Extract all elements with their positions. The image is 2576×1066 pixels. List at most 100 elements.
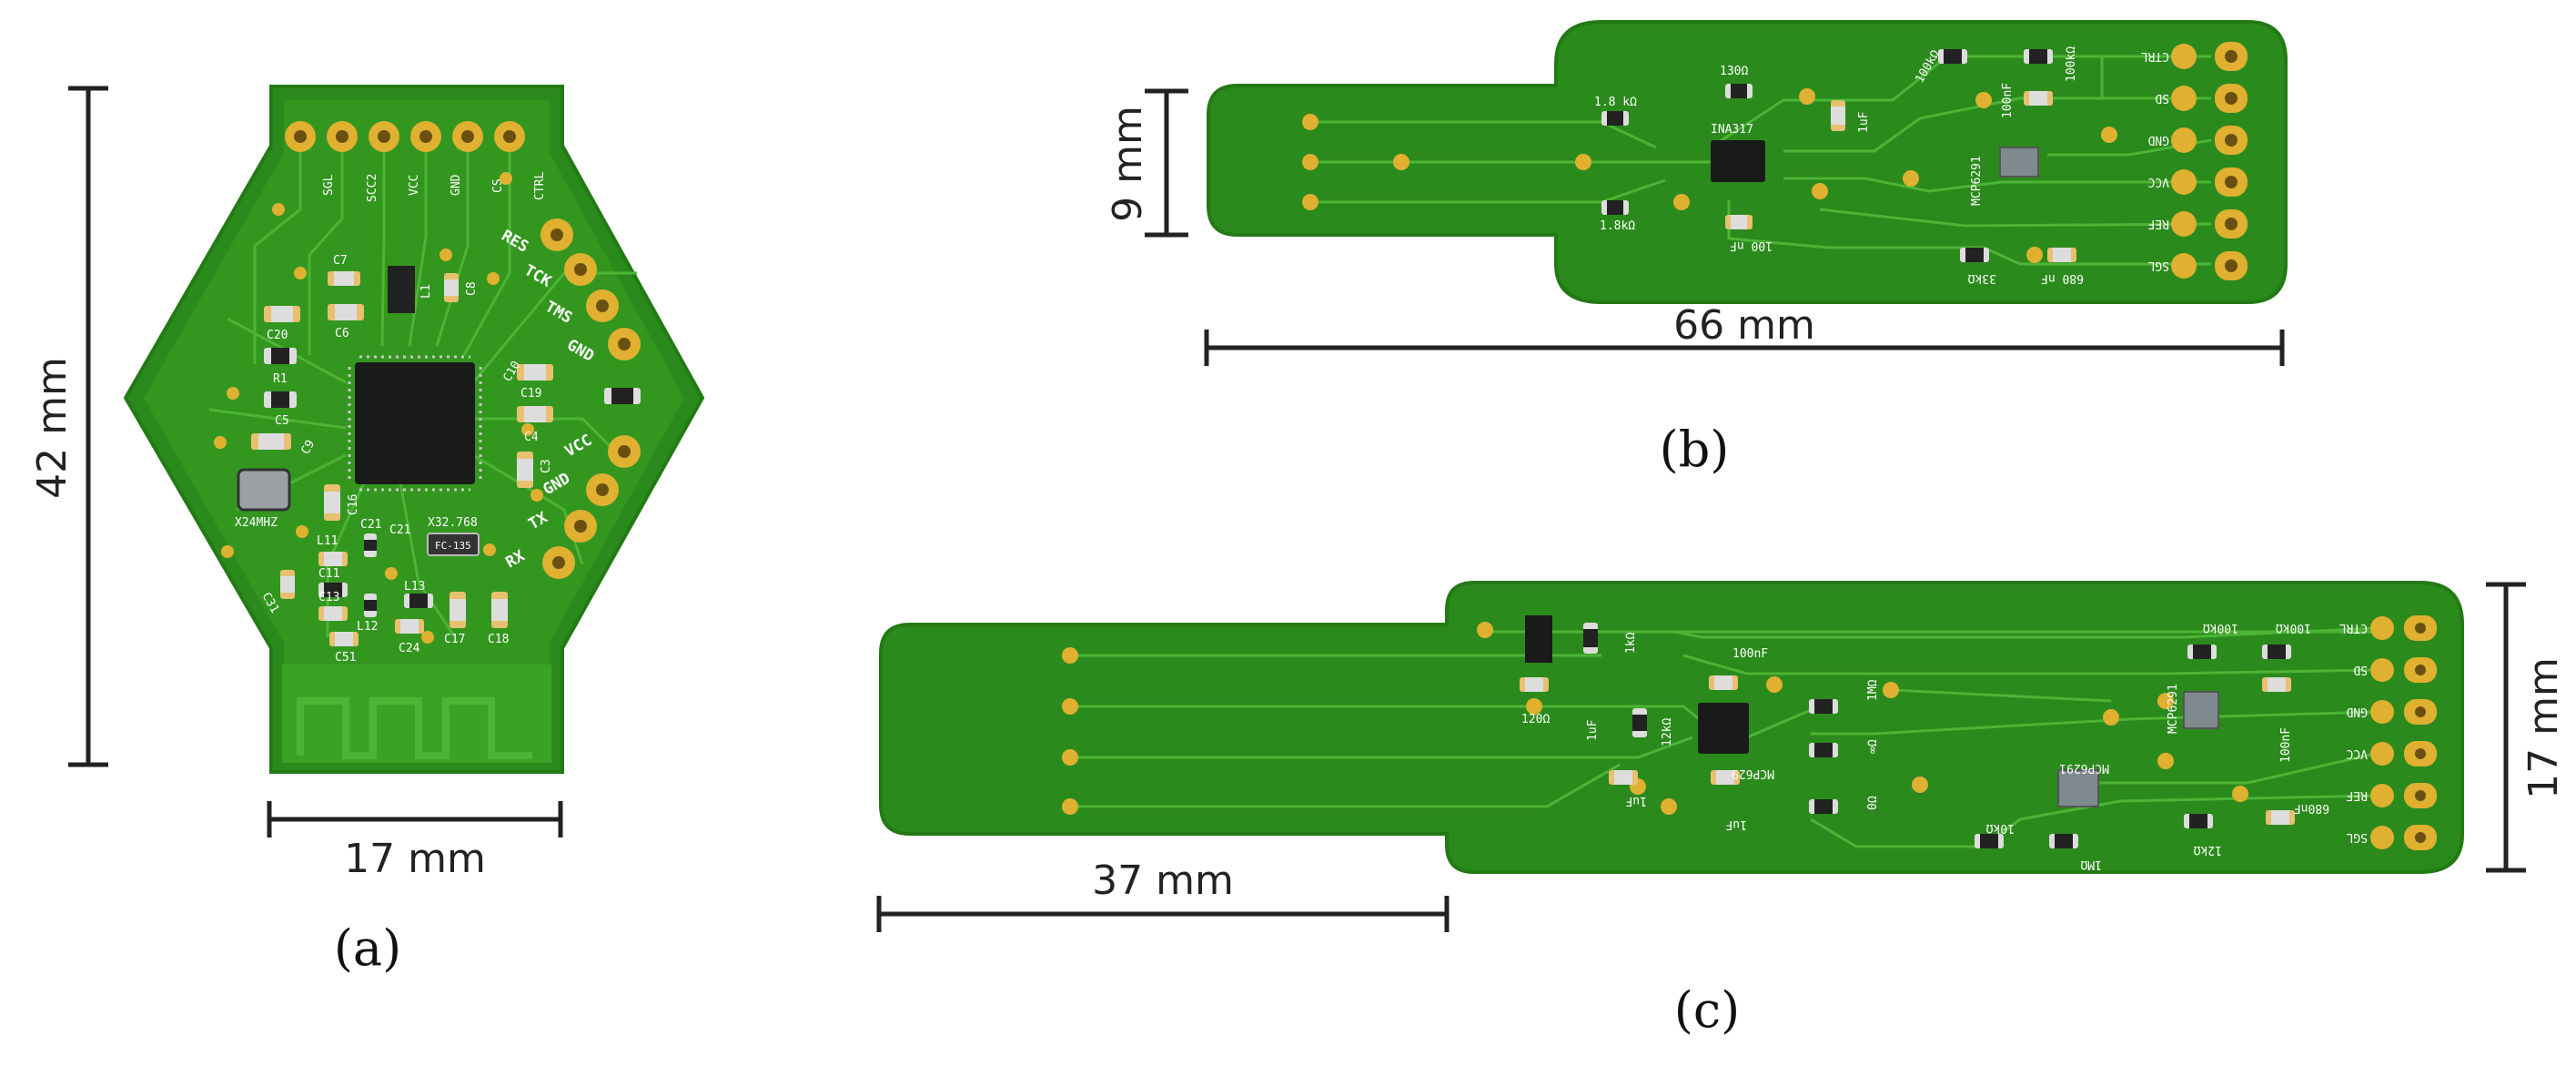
component-label: L1 bbox=[419, 284, 433, 299]
component-label: 1.8 kΩ bbox=[1594, 96, 1637, 109]
component-label: 10kΩ bbox=[1986, 821, 2015, 835]
component-label: 0Ω bbox=[1866, 796, 1880, 810]
mcu-chip bbox=[355, 362, 475, 484]
height-label-a: 42 mm bbox=[29, 357, 76, 499]
components-b bbox=[1601, 49, 2076, 262]
component-label: R1 bbox=[273, 372, 288, 386]
pin-label: VCC bbox=[2347, 746, 2368, 760]
component-label: 1uF bbox=[1725, 817, 1747, 831]
component-label: L12 bbox=[357, 620, 378, 634]
component-label: 680 nF bbox=[2041, 271, 2084, 285]
component-label: C17 bbox=[444, 633, 465, 646]
pin-label: SGL bbox=[2147, 259, 2169, 272]
component-label: L13 bbox=[404, 580, 425, 594]
pcb-board-c: CTRL SD GND VCC REF SGL bbox=[879, 581, 2464, 874]
component-label: C5 bbox=[275, 414, 289, 428]
component-label: 100nF bbox=[1732, 647, 1768, 661]
component-label: 100kΩ bbox=[2276, 621, 2311, 635]
component-label: C16 bbox=[347, 494, 360, 515]
component-label: X32.768 bbox=[428, 516, 478, 530]
width-label-c: 37 mm bbox=[1092, 858, 1234, 904]
component-label: C21 bbox=[360, 518, 381, 532]
header-label: SCC2 bbox=[366, 174, 379, 202]
component-label: MCP6291 bbox=[1970, 156, 1984, 206]
component-label: FC-135 bbox=[435, 540, 471, 552]
pin-label: GND bbox=[2346, 705, 2368, 718]
component-label: C19 bbox=[520, 387, 541, 401]
pin-label: SGL bbox=[2346, 830, 2368, 844]
pin-label: SD bbox=[2353, 663, 2368, 676]
caption-b: (b) bbox=[1660, 421, 1730, 478]
side-pads-a bbox=[540, 218, 641, 579]
component-label: C20 bbox=[267, 329, 288, 342]
components-c bbox=[1520, 623, 2295, 848]
component-label: X24MHZ bbox=[235, 516, 278, 530]
component-label: C4 bbox=[524, 431, 539, 444]
component-label: 100nF bbox=[2001, 83, 2015, 118]
pcb-board-b: CTRL SD GND VCC REF SGL bbox=[1207, 20, 2288, 304]
component-label: 120Ω bbox=[1521, 713, 1550, 726]
component-label: C6 bbox=[335, 327, 349, 340]
pin-label: VCC bbox=[2148, 175, 2169, 188]
sot-chip-c1 bbox=[1525, 615, 1552, 663]
component-label: INA317 bbox=[1711, 123, 1753, 137]
panel-c: CTRL SD GND VCC REF SGL bbox=[876, 581, 2567, 1039]
pin-pads-b bbox=[2171, 42, 2248, 280]
header-pads-a bbox=[285, 121, 525, 152]
header-label: SGL bbox=[322, 174, 336, 196]
component-label: 1MΩ bbox=[2080, 858, 2102, 871]
component-label: MCP6291 bbox=[2059, 761, 2109, 775]
component-label: C13 bbox=[318, 591, 339, 604]
component-label: MCP6291 bbox=[2167, 684, 2180, 734]
panel-b: 9 mm bbox=[1105, 20, 2288, 478]
component-label: 1MΩ bbox=[1866, 679, 1880, 701]
caption-c: (c) bbox=[1674, 981, 1740, 1039]
component-label: 1.8kΩ bbox=[1600, 219, 1635, 233]
component-label: C8 bbox=[465, 281, 479, 296]
pin-label: REF bbox=[2346, 788, 2368, 802]
component-label: 130Ω bbox=[1720, 65, 1748, 78]
dimension-height-a bbox=[68, 86, 108, 767]
panel-a: 42 mm SGL SCC2 VCC GND CS CTRL bbox=[29, 85, 705, 977]
component-label: L11 bbox=[317, 534, 338, 548]
ina317-chip bbox=[1711, 140, 1765, 182]
component-label: 12kΩ bbox=[1661, 718, 1674, 746]
caption-a: (a) bbox=[334, 919, 401, 977]
component-label: ∞Ω bbox=[1866, 739, 1880, 754]
pin-pads-c bbox=[2370, 615, 2437, 850]
header-label: VCC bbox=[408, 175, 421, 196]
mcp6291-chip-a bbox=[2057, 769, 2099, 807]
width-label-b: 66 mm bbox=[1673, 302, 1815, 349]
component-label: 100nF bbox=[2279, 727, 2293, 763]
component-label: 100 nF bbox=[1730, 239, 1773, 252]
component-label: 1uF bbox=[1586, 719, 1600, 741]
component-label: MCP629 bbox=[1732, 767, 1774, 780]
component-label: 33kΩ bbox=[1968, 271, 1996, 285]
mcp6291-chip-b bbox=[2183, 691, 2219, 729]
dimension-width-a bbox=[267, 801, 563, 838]
dimension-width-c bbox=[876, 896, 1450, 932]
pin-label: REF bbox=[2147, 217, 2169, 230]
component-label: C9 bbox=[298, 438, 318, 457]
component-label: C18 bbox=[488, 633, 509, 646]
width-label-a: 17 mm bbox=[344, 836, 486, 882]
height-label-b: 9 mm bbox=[1105, 106, 1151, 222]
dimension-width-b bbox=[1204, 330, 2285, 366]
component-label: 680nF bbox=[2294, 801, 2329, 815]
component-label: 100kΩ bbox=[2065, 46, 2078, 82]
component-label: C24 bbox=[399, 642, 420, 655]
header-label: CTRL bbox=[533, 172, 547, 200]
component-label: 1kΩ bbox=[1624, 632, 1638, 654]
component-label: C3 bbox=[540, 459, 553, 473]
component-label: C21 bbox=[389, 523, 410, 537]
pin-label: CTRL bbox=[2141, 49, 2169, 63]
pin-label: SD bbox=[2155, 91, 2169, 105]
dimension-height-b bbox=[1145, 88, 1188, 238]
height-label-c: 17 mm bbox=[2520, 657, 2567, 799]
component-label: 12kΩ bbox=[2194, 843, 2222, 857]
pin-label: GND bbox=[2147, 133, 2169, 147]
component-label: 1uF bbox=[1625, 794, 1647, 807]
component-label: C11 bbox=[318, 567, 339, 581]
component-label: 1uF bbox=[1857, 111, 1871, 133]
